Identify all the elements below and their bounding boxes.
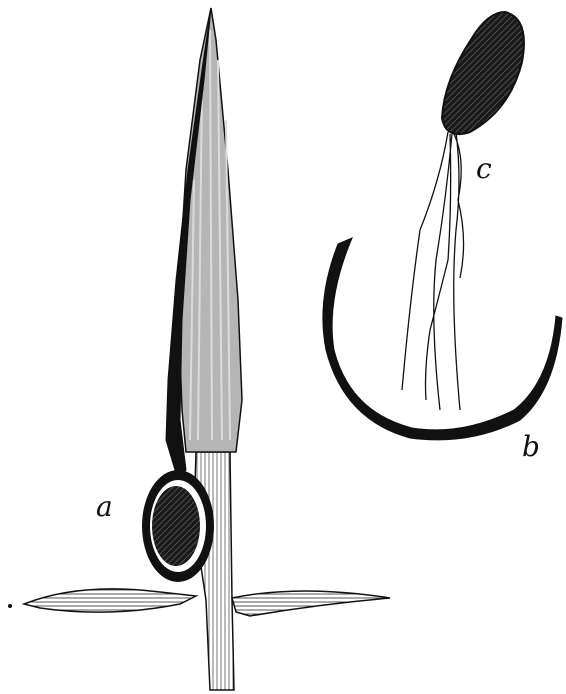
seed-a-core (152, 486, 200, 566)
husk-b (323, 238, 562, 440)
label-b: b (522, 430, 540, 463)
left-root-blade (24, 589, 196, 612)
left-root-tip-dot (8, 604, 12, 608)
label-c: c (476, 152, 492, 185)
seed-c (402, 12, 524, 410)
label-a: a (96, 490, 113, 523)
seed-c-rootlets (402, 132, 464, 410)
seed-c-body (442, 12, 524, 134)
right-root-blade (232, 591, 390, 616)
